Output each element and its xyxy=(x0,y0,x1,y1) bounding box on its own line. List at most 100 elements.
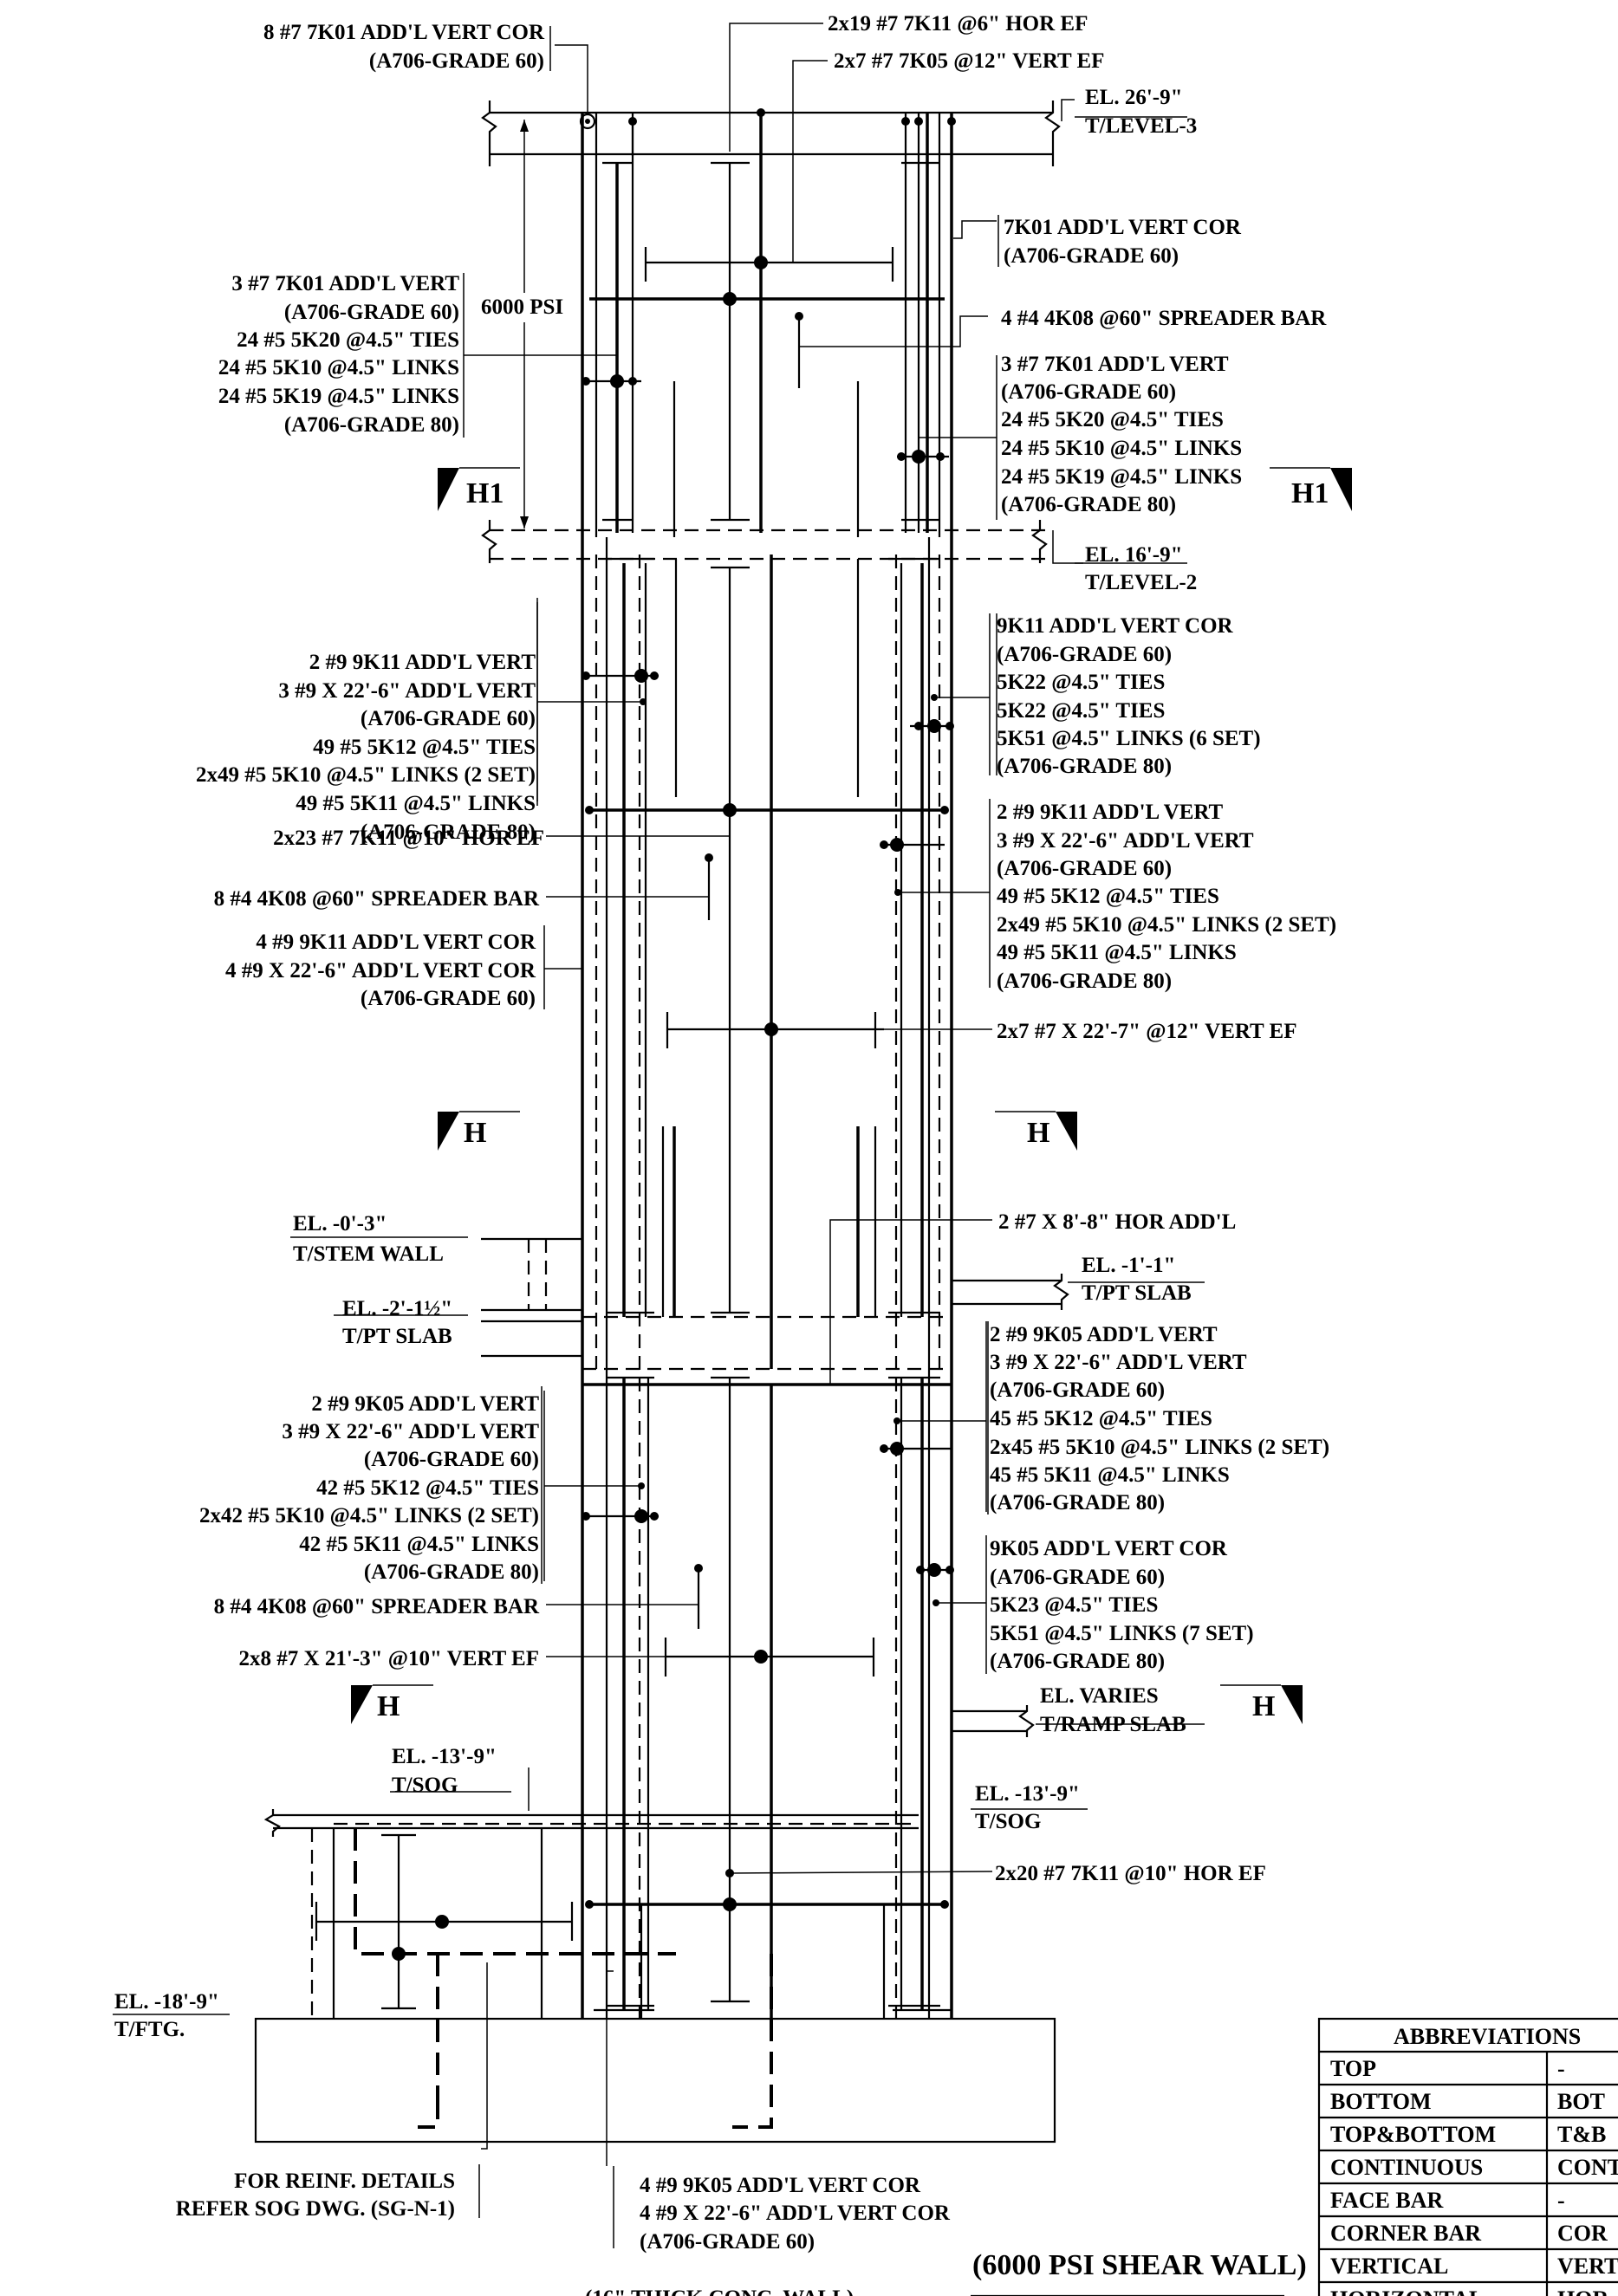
note-spreader-low: 8 #4 4K08 @60" SPREADER BAR xyxy=(214,1595,540,1618)
note-lr-2: 3 #9 X 22'-6" ADD'L VERT xyxy=(990,1351,1247,1374)
note-lr-cor-1: 9K05 ADD'L VERT COR xyxy=(990,1537,1228,1560)
note-ll-4: 42 #5 5K12 @4.5" TIES xyxy=(316,1476,539,1500)
elevation-pt-slab-left: EL. -2'-1½" xyxy=(342,1297,452,1320)
note-ll-6: 42 #5 5K11 @4.5" LINKS xyxy=(299,1533,539,1556)
note-lr-7: (A706-GRADE 80) xyxy=(990,1491,1165,1514)
elevation-stem-wall-name: T/STEM WALL xyxy=(293,1242,444,1266)
elevation-pt-slab-left-name: T/PT SLAB xyxy=(342,1325,452,1348)
elevation-level-2-name: T/LEVEL-2 xyxy=(1085,571,1197,594)
note-lr-1: 2 #9 9K05 ADD'L VERT xyxy=(990,1323,1218,1346)
abbr-value: COR xyxy=(1557,2221,1608,2246)
elevation-footing: EL. -18'-9" xyxy=(114,1990,219,2014)
note-lr-3: (A706-GRADE 60) xyxy=(990,1378,1165,1402)
note-cor-right-top: 7K01 ADD'L VERT COR xyxy=(1004,216,1242,239)
note-ur-3: 24 #5 5K20 @4.5" TIES xyxy=(1001,408,1224,431)
abbr-term: TOP&BOTTOM xyxy=(1330,2122,1496,2147)
section-h-left: H xyxy=(464,1117,486,1149)
section-h1-left: H1 xyxy=(466,477,504,509)
elevation-ramp-slab-name: T/RAMP SLAB xyxy=(1040,1713,1186,1736)
abbr-term: CONTINUOUS xyxy=(1330,2155,1483,2180)
note-cor-right-top-grade: (A706-GRADE 60) xyxy=(1004,244,1179,268)
note-bottom-cor-3: (A706-GRADE 60) xyxy=(640,2230,815,2254)
note-sog-ref-1: FOR REINF. DETAILS xyxy=(234,2170,455,2193)
note-ml-1: 2 #9 9K11 ADD'L VERT xyxy=(309,651,536,674)
note-ll-5: 2x42 #5 5K10 @4.5" LINKS (2 SET) xyxy=(199,1504,539,1527)
elevation-sog-right-name: T/SOG xyxy=(975,1810,1041,1833)
abbr-value: - xyxy=(1557,2188,1565,2213)
abbr-value: - xyxy=(1557,2056,1565,2081)
note-mr-cor-2: (A706-GRADE 60) xyxy=(997,643,1172,666)
note-ml-6: 49 #5 5K11 @4.5" LINKS xyxy=(296,792,536,815)
abbr-term: BOTTOM xyxy=(1330,2089,1432,2114)
section-h1-right: H1 xyxy=(1291,477,1329,509)
elevation-level-3: EL. 26'-9" xyxy=(1085,86,1183,109)
note-ul-3: 24 #5 5K20 @4.5" TIES xyxy=(237,328,459,352)
note-hor-ef-low: 2x20 #7 7K11 @10" HOR EF xyxy=(995,1862,1266,1885)
note-mr-1: 2 #9 9K11 ADD'L VERT xyxy=(997,801,1224,824)
note-spreader-top: 4 #4 4K08 @60" SPREADER BAR xyxy=(1001,307,1327,330)
note-spreader-mid: 8 #4 4K08 @60" SPREADER BAR xyxy=(214,887,540,911)
note-lr-cor-4: 5K51 @4.5" LINKS (7 SET) xyxy=(990,1622,1254,1645)
section-h-low-right: H xyxy=(1252,1690,1275,1722)
elevation-pt-slab-right-name: T/PT SLAB xyxy=(1082,1281,1192,1305)
abbr-value: CONT xyxy=(1557,2155,1618,2180)
elevation-stem-wall: EL. -0'-3" xyxy=(293,1212,387,1236)
note-top-left-grade: (A706-GRADE 60) xyxy=(369,49,544,73)
abbr-term: CORNER BAR xyxy=(1330,2221,1481,2246)
note-hor-addl: 2 #7 X 8'-8" HOR ADD'L xyxy=(998,1210,1236,1234)
elevation-sog-right: EL. -13'-9" xyxy=(975,1782,1080,1806)
note-ml-5: 2x49 #5 5K10 @4.5" LINKS (2 SET) xyxy=(196,763,536,787)
elevation-ramp-slab: EL. VARIES xyxy=(1040,1684,1159,1708)
note-ml-cor-2: 4 #9 X 22'-6" ADD'L VERT COR xyxy=(225,959,536,983)
note-ul-1: 3 #7 7K01 ADD'L VERT xyxy=(231,272,459,295)
abbreviations-title: ABBREVIATIONS xyxy=(1394,2024,1581,2049)
wall-title: (6000 PSI SHEAR WALL) xyxy=(972,2249,1307,2281)
note-sog-ref-2: REFER SOG DWG. (SG-N-1) xyxy=(176,2197,455,2221)
note-ll-2: 3 #9 X 22'-6" ADD'L VERT xyxy=(282,1420,539,1443)
elevation-level-2: EL. 16'-9" xyxy=(1085,543,1183,567)
note-ml-cor-3: (A706-GRADE 60) xyxy=(361,987,536,1010)
abbr-value: HOR xyxy=(1557,2286,1608,2296)
note-ul-5: 24 #5 5K19 @4.5" LINKS xyxy=(218,385,459,408)
note-ml-2: 3 #9 X 22'-6" ADD'L VERT xyxy=(278,679,536,703)
note-ur-5: 24 #5 5K19 @4.5" LINKS xyxy=(1001,465,1242,489)
elevation-sog-left-name: T/SOG xyxy=(392,1774,458,1797)
note-top-left-cor: 8 #7 7K01 ADD'L VERT COR xyxy=(263,21,545,44)
note-lr-6: 45 #5 5K11 @4.5" LINKS xyxy=(990,1463,1230,1487)
abbr-term: HORIZONTAL xyxy=(1330,2286,1484,2296)
note-mr-2: 3 #9 X 22'-6" ADD'L VERT xyxy=(997,829,1254,853)
concrete-strength: 6000 PSI xyxy=(481,295,563,319)
annotation-labels: 8 #7 7K01 ADD'L VERT COR (A706-GRADE 60)… xyxy=(114,12,1336,2254)
note-ur-4: 24 #5 5K10 @4.5" LINKS xyxy=(1001,437,1242,460)
wall-thickness-note: (16" THICK CONC. WALL) xyxy=(585,2286,854,2296)
abbr-term: TOP xyxy=(1330,2056,1376,2081)
note-lr-cor-2: (A706-GRADE 60) xyxy=(990,1566,1165,1589)
abbr-term: FACE BAR xyxy=(1330,2188,1443,2213)
abbr-value: T&B xyxy=(1557,2122,1606,2147)
elevation-pt-slab-right: EL. -1'-1" xyxy=(1082,1254,1175,1277)
label-brackets xyxy=(536,598,997,1584)
section-h-low-left: H xyxy=(377,1690,400,1722)
note-ur-6: (A706-GRADE 80) xyxy=(1001,493,1176,516)
note-ll-7: (A706-GRADE 80) xyxy=(364,1560,539,1584)
note-ml-4: 49 #5 5K12 @4.5" TIES xyxy=(313,736,536,759)
note-bottom-cor-1: 4 #9 9K05 ADD'L VERT COR xyxy=(640,2174,921,2197)
note-ll-1: 2 #9 9K05 ADD'L VERT xyxy=(311,1392,539,1416)
note-bottom-cor-2: 4 #9 X 22'-6" ADD'L VERT COR xyxy=(640,2202,951,2225)
note-ur-1: 3 #7 7K01 ADD'L VERT xyxy=(1001,353,1229,376)
note-mr-6: 49 #5 5K11 @4.5" LINKS xyxy=(997,941,1237,964)
note-mr-cor-4: 5K22 @4.5" TIES xyxy=(997,699,1165,723)
note-mr-cor-5: 5K51 @4.5" LINKS (6 SET) xyxy=(997,727,1261,750)
note-hor-ef-top: 2x19 #7 7K11 @6" HOR EF xyxy=(828,12,1088,36)
note-mr-4: 49 #5 5K12 @4.5" TIES xyxy=(997,885,1219,908)
note-ml-7: (A706-GRADE 80) xyxy=(361,820,536,844)
note-hor-ef-mid: 2x23 #7 7K11 @10" HOR EF xyxy=(273,827,544,850)
note-vert-ef-low: 2x8 #7 X 21'-3" @10" VERT EF xyxy=(239,1647,539,1670)
note-ml-cor-1: 4 #9 9K11 ADD'L VERT COR xyxy=(256,931,536,954)
note-ul-2: (A706-GRADE 60) xyxy=(284,301,459,324)
note-ur-2: (A706-GRADE 60) xyxy=(1001,380,1176,404)
wall-structure xyxy=(254,101,1069,2144)
note-mr-cor-1: 9K11 ADD'L VERT COR xyxy=(997,614,1234,638)
